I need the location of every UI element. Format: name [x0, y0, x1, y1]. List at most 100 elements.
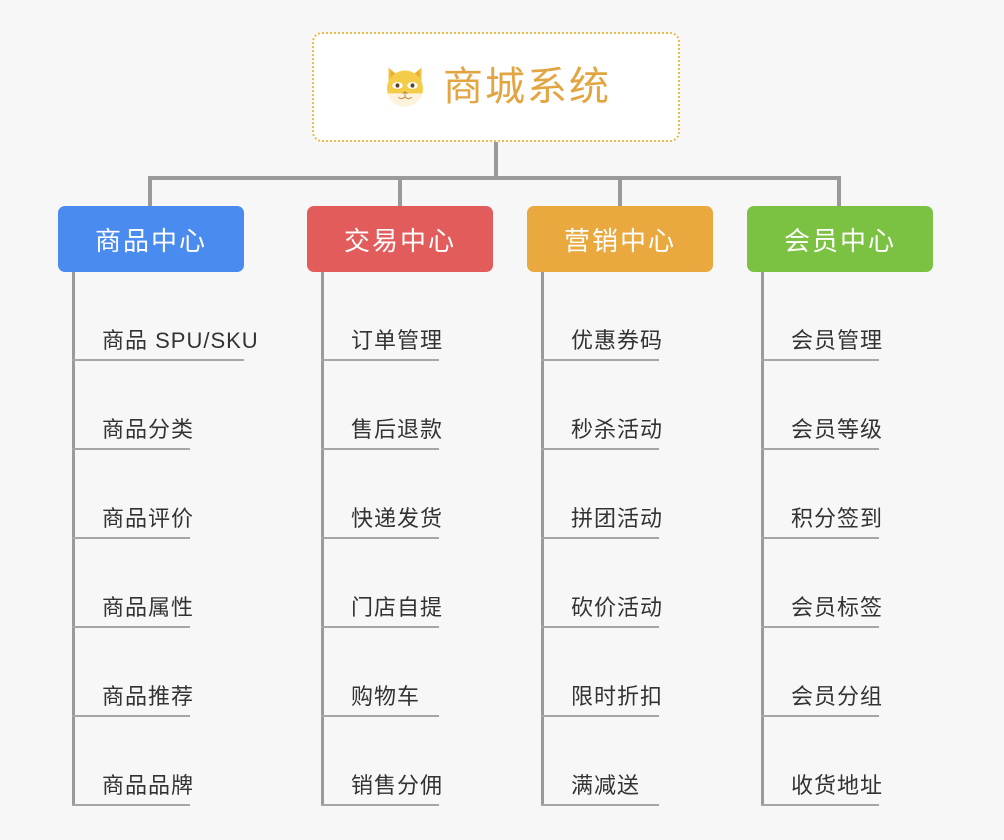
leaf-item[interactable]: 拼团活动 — [541, 450, 713, 539]
root-node-mall-system[interactable]: 商城系统 — [312, 32, 680, 142]
leaf-item[interactable]: 购物车 — [321, 628, 493, 717]
connector-drop-1 — [148, 176, 152, 210]
leaf-item[interactable]: 秒杀活动 — [541, 361, 713, 450]
leaf-item[interactable]: 会员标签 — [761, 539, 933, 628]
leaf-label: 商品属性 — [102, 594, 195, 620]
leaf-label: 订单管理 — [351, 327, 444, 353]
leaf-rule — [761, 448, 879, 450]
leaf-rule — [761, 359, 879, 361]
leaf-rule — [541, 804, 659, 806]
branch-body-3: 优惠券码 秒杀活动 拼团活动 砍价活动 限时折扣 满减送 — [527, 272, 713, 806]
branch-body-4: 会员管理 会员等级 积分签到 会员标签 会员分组 收货地址 — [747, 272, 933, 806]
leaf-rule — [321, 715, 439, 717]
leaf-label: 门店自提 — [351, 594, 444, 620]
branch-header-4[interactable]: 会员中心 — [747, 206, 933, 272]
branch-header-3-label: 营销中心 — [563, 225, 676, 256]
leaf-item[interactable]: 优惠券码 — [541, 272, 713, 361]
leaf-label: 积分签到 — [791, 505, 884, 531]
leaf-rule — [72, 715, 190, 717]
connector-drop-3 — [618, 176, 622, 210]
leaf-item[interactable]: 快递发货 — [321, 450, 493, 539]
branch-column-3: 营销中心 优惠券码 秒杀活动 拼团活动 砍价活动 限时折扣 — [527, 206, 713, 806]
leaf-label: 购物车 — [351, 683, 421, 709]
leaf-item[interactable]: 门店自提 — [321, 539, 493, 628]
leaf-label: 商品推荐 — [102, 683, 195, 709]
branch-column-2: 交易中心 订单管理 售后退款 快递发货 门店自提 购物车 — [307, 206, 493, 806]
leaf-label: 满减送 — [571, 772, 641, 798]
leaf-label: 会员等级 — [791, 416, 884, 442]
leaf-item[interactable]: 积分签到 — [761, 450, 933, 539]
leaf-rule — [541, 715, 659, 717]
leaf-label: 会员分组 — [791, 683, 884, 709]
leaf-rule — [541, 537, 659, 539]
leaf-item[interactable]: 商品属性 — [72, 539, 244, 628]
leaf-rule — [761, 715, 879, 717]
branch-header-4-label: 会员中心 — [783, 225, 896, 256]
root-node-title: 商城系统 — [443, 65, 611, 109]
leaf-rule — [541, 448, 659, 450]
leaf-rule — [72, 448, 190, 450]
branch-header-1[interactable]: 商品中心 — [58, 206, 244, 272]
leaf-item[interactable]: 售后退款 — [321, 361, 493, 450]
branch-header-3[interactable]: 营销中心 — [527, 206, 713, 272]
branch-header-2-label: 交易中心 — [343, 225, 456, 256]
leaf-rule — [541, 359, 659, 361]
leaf-rule — [541, 626, 659, 628]
leaf-rule — [321, 537, 439, 539]
leaf-item[interactable]: 订单管理 — [321, 272, 493, 361]
leaf-label: 优惠券码 — [571, 327, 664, 353]
branch-column-4: 会员中心 会员管理 会员等级 积分签到 会员标签 会员分组 — [747, 206, 933, 806]
leaf-item[interactable]: 商品分类 — [72, 361, 244, 450]
leaf-label: 秒杀活动 — [571, 416, 664, 442]
leaf-label: 收货地址 — [791, 772, 884, 798]
leaf-rule — [72, 537, 190, 539]
leaf-item[interactable]: 会员分组 — [761, 628, 933, 717]
leaf-rule — [321, 626, 439, 628]
branch-trunk-4 — [761, 272, 764, 806]
connector-drop-2 — [398, 176, 402, 210]
leaf-label: 砍价活动 — [571, 594, 664, 620]
branch-body-1: 商品 SPU/SKU 商品分类 商品评价 商品属性 商品推荐 商品品牌 — [58, 272, 258, 806]
leaf-label: 快递发货 — [351, 505, 444, 531]
leaf-rule — [72, 359, 244, 361]
leaf-label: 拼团活动 — [571, 505, 664, 531]
leaf-label: 限时折扣 — [571, 683, 664, 709]
branch-header-2[interactable]: 交易中心 — [307, 206, 493, 272]
leaf-rule — [761, 537, 879, 539]
branch-trunk-1 — [72, 272, 75, 806]
leaf-label: 商品品牌 — [102, 772, 195, 798]
leaf-item[interactable]: 满减送 — [541, 717, 713, 806]
leaf-label: 商品评价 — [102, 505, 195, 531]
leaf-item[interactable]: 会员管理 — [761, 272, 933, 361]
leaf-item[interactable]: 会员等级 — [761, 361, 933, 450]
leaf-rule — [72, 804, 190, 806]
leaf-rule — [761, 626, 879, 628]
leaf-item[interactable]: 收货地址 — [761, 717, 933, 806]
leaf-label: 售后退款 — [351, 416, 444, 442]
branch-trunk-3 — [541, 272, 544, 806]
leaf-label: 商品 SPU/SKU — [102, 327, 259, 353]
leaf-label: 会员标签 — [791, 594, 884, 620]
leaf-rule — [321, 448, 439, 450]
connector-horizontal-bus — [148, 176, 841, 180]
shiba-inu-dog-icon — [387, 67, 423, 107]
leaf-rule — [321, 804, 439, 806]
leaf-rule — [72, 626, 190, 628]
leaf-item[interactable]: 商品推荐 — [72, 628, 244, 717]
leaf-label: 商品分类 — [102, 416, 195, 442]
leaf-item[interactable]: 限时折扣 — [541, 628, 713, 717]
leaf-label: 销售分佣 — [351, 772, 444, 798]
branch-trunk-2 — [321, 272, 324, 806]
branch-column-1: 商品中心 商品 SPU/SKU 商品分类 商品评价 商品属性 商品推荐 — [58, 206, 258, 806]
leaf-item[interactable]: 商品 SPU/SKU — [72, 272, 258, 361]
leaf-rule — [321, 359, 439, 361]
leaf-item[interactable]: 销售分佣 — [321, 717, 493, 806]
leaf-item[interactable]: 商品评价 — [72, 450, 244, 539]
leaf-item[interactable]: 砍价活动 — [541, 539, 713, 628]
leaf-item[interactable]: 商品品牌 — [72, 717, 244, 806]
leaf-label: 会员管理 — [791, 327, 884, 353]
branch-header-1-label: 商品中心 — [94, 225, 207, 256]
leaf-rule — [761, 804, 879, 806]
connector-drop-4 — [837, 176, 841, 210]
